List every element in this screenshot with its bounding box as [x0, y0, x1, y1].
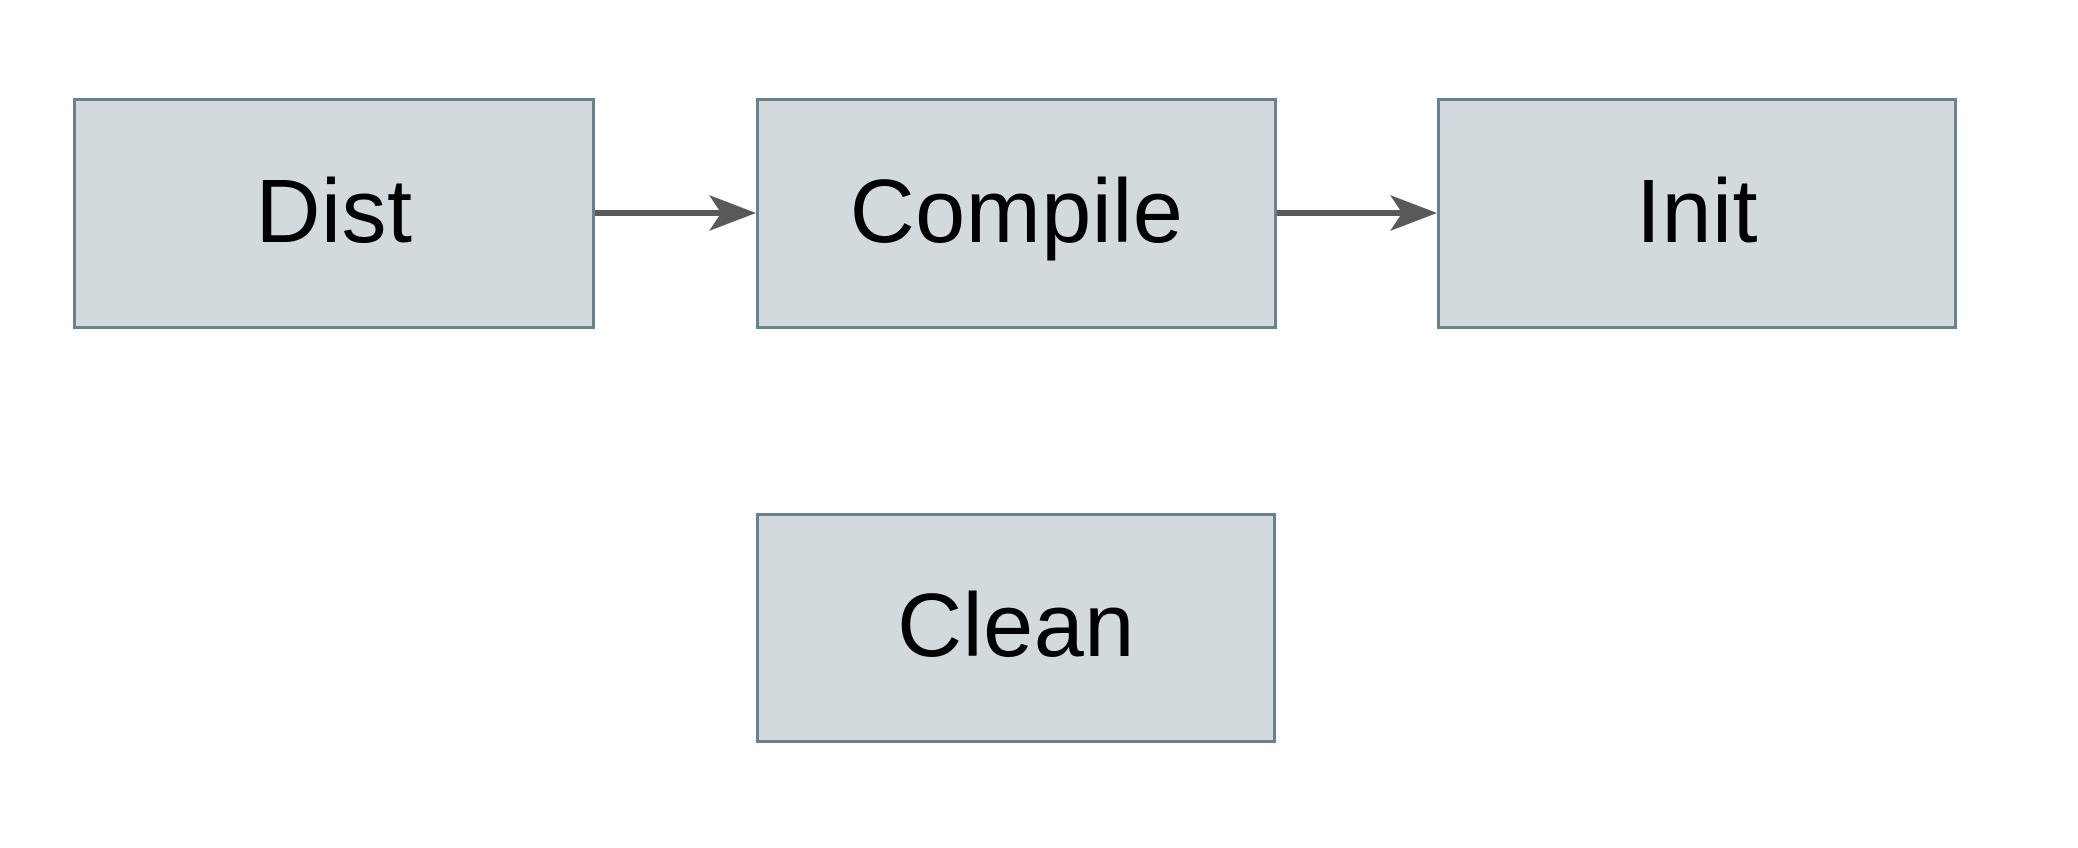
node-dist: Dist [73, 98, 595, 329]
node-init-label: Init [1635, 161, 1759, 262]
arrow-compile-to-init [1277, 195, 1437, 231]
node-compile: Compile [756, 98, 1277, 329]
node-init: Init [1437, 98, 1957, 329]
node-clean-label: Clean [897, 576, 1135, 676]
arrow-dist-to-compile [595, 195, 756, 231]
node-compile-label: Compile [849, 161, 1184, 262]
node-dist-label: Dist [255, 161, 413, 262]
node-clean: Clean [756, 513, 1276, 743]
